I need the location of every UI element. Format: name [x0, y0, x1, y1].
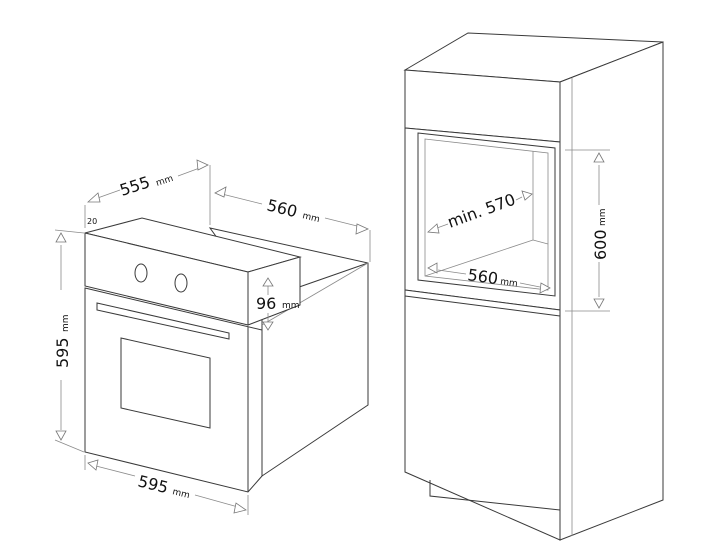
dim-595-width-unit: mm [171, 487, 190, 501]
dim-600-value: 600 [591, 229, 610, 260]
dim-600-unit: mm [598, 208, 608, 226]
dim-560-unit: mm [301, 211, 320, 225]
dim-offset-value: 20 [87, 217, 97, 226]
cabinet-plinth [429, 480, 561, 511]
cabinet-drawing: min. 570 560 mm 600 mm [403, 32, 664, 541]
dim-niche-560-unit: mm [500, 277, 519, 289]
knob-right [174, 273, 188, 293]
cabinet-side [559, 41, 664, 541]
dim-niche-560-value: 560 [466, 265, 499, 288]
dim-595-height-unit: mm [61, 314, 71, 332]
door-window [120, 337, 211, 429]
knob-left [134, 263, 148, 283]
dim-555-value: 555 [117, 172, 152, 200]
dim-595-width-value: 595 [136, 471, 170, 497]
dim-595-height-value: 595 [53, 337, 72, 368]
control-panel-front [84, 232, 249, 326]
niche-opening [417, 132, 556, 297]
dim-560-value: 560 [265, 195, 299, 221]
dim-555-unit: mm [155, 174, 175, 189]
dim-96-unit: mm [282, 301, 300, 311]
oven-door [84, 287, 263, 493]
door-handle [96, 302, 230, 340]
cabinet-lower-front [404, 289, 561, 541]
dim-96-value: 96 [256, 294, 276, 313]
oven-drawing: 555 mm 20 560 mm 595 mm 96 mm 595 [53, 159, 371, 515]
